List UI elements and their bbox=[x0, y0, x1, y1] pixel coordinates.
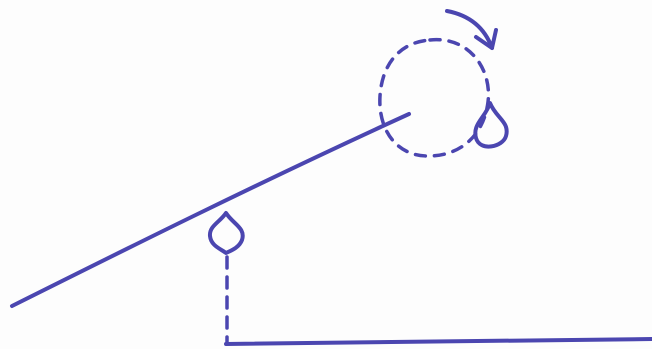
dashed-rotation-circle bbox=[380, 40, 489, 156]
marker-on-line-icon bbox=[210, 213, 243, 253]
inclined-line bbox=[12, 114, 409, 306]
baseline bbox=[226, 339, 652, 344]
